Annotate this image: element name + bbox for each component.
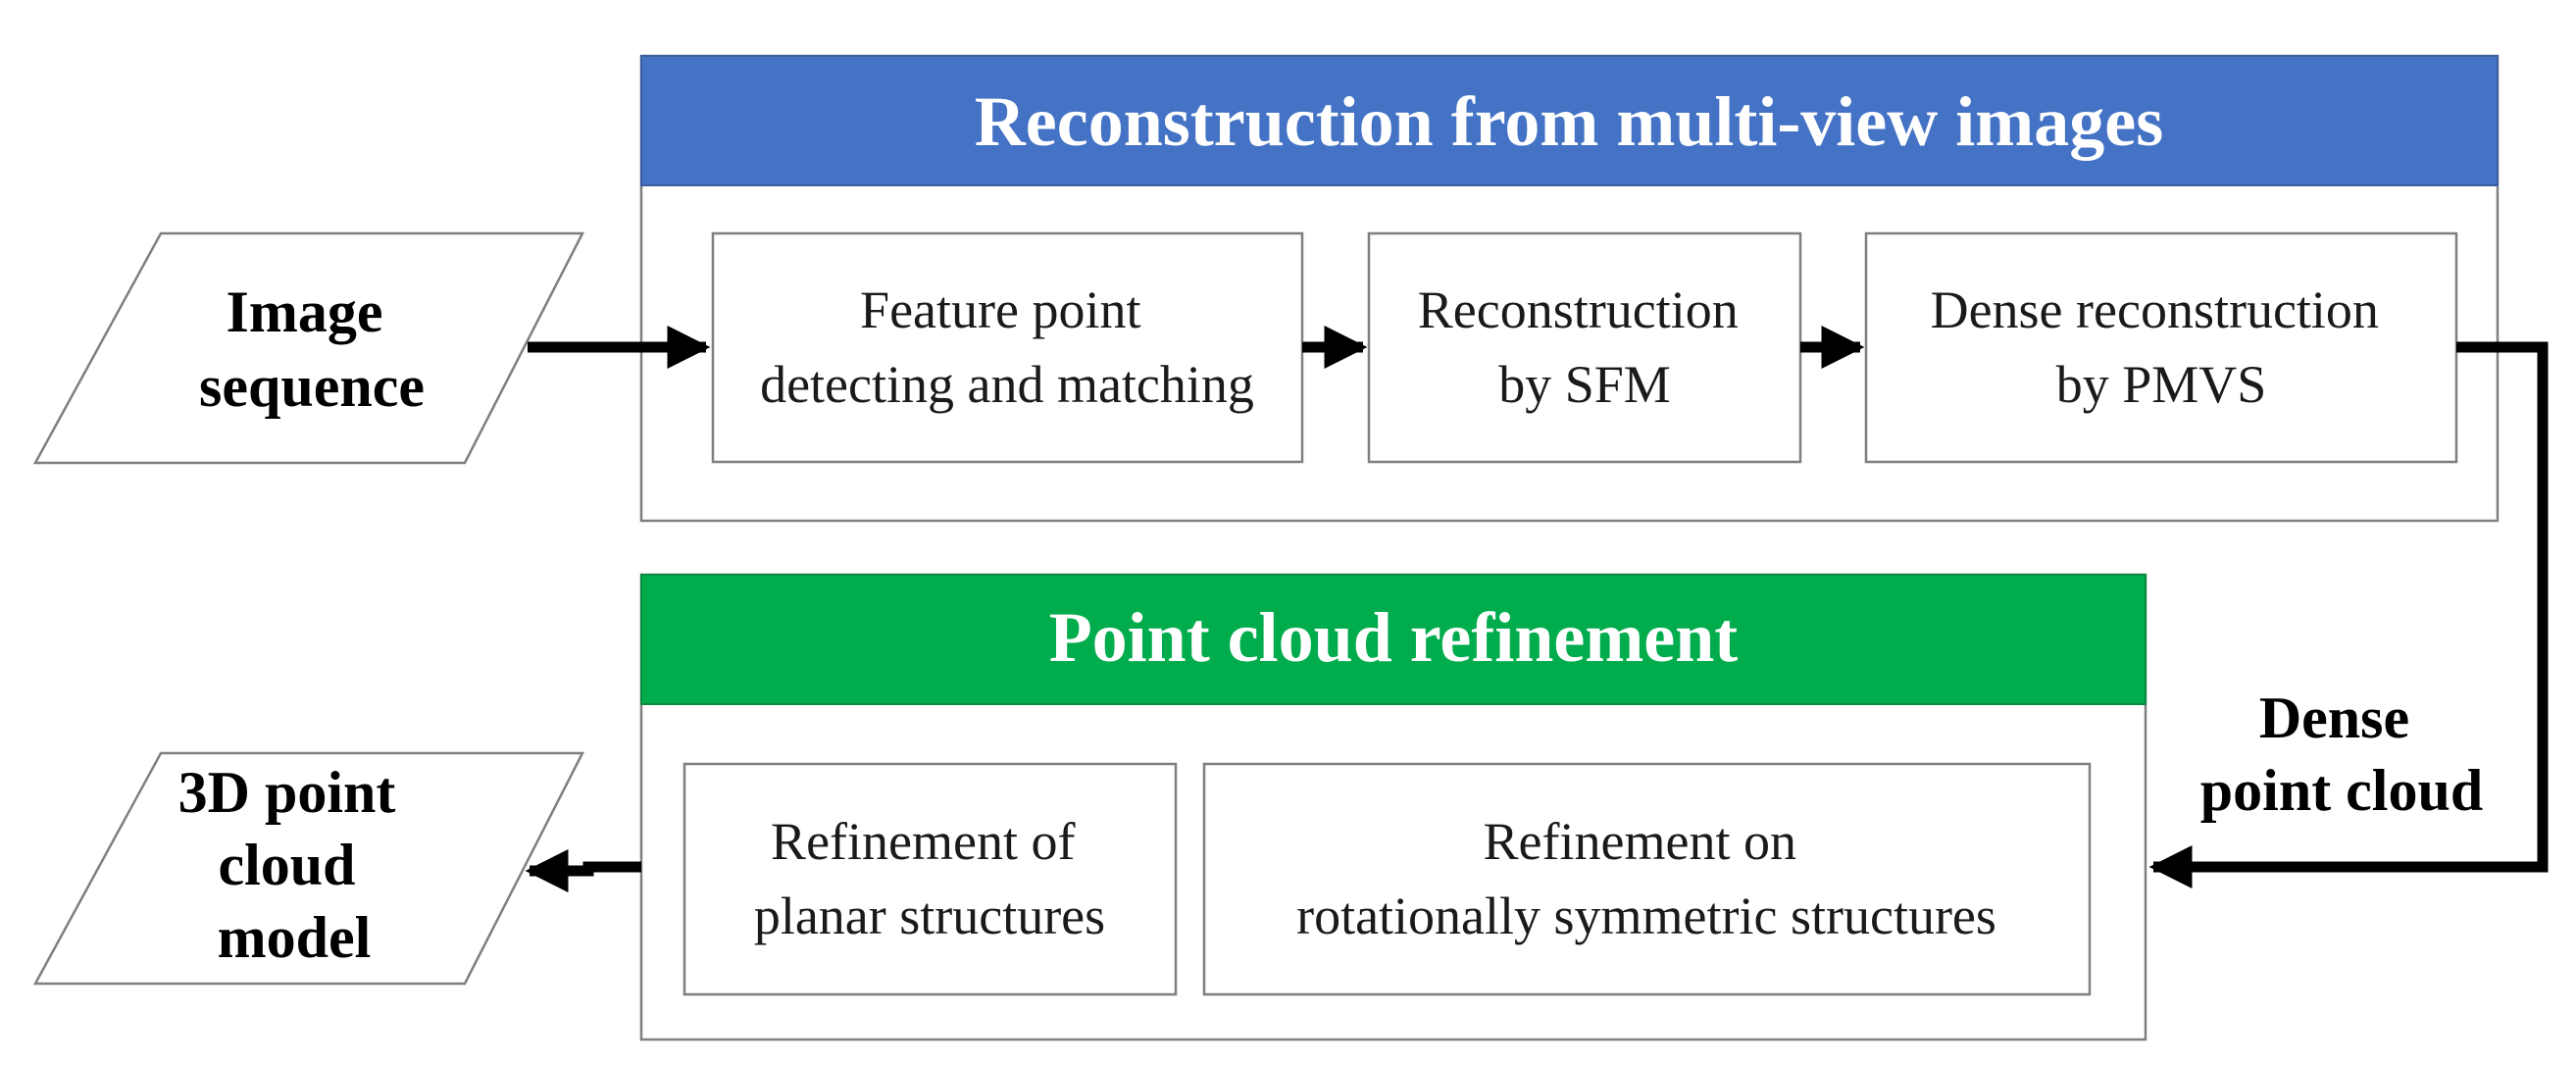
output-line-1: 3D point [178, 760, 396, 825]
stage-refinement: Point cloud refinement Refinement of pla… [639, 573, 2147, 1041]
step-sfm-line-1: Reconstruction [1418, 280, 1739, 339]
arrow-pmvs-to-refinement [2148, 341, 2549, 888]
dense-point-cloud-label: Dense point cloud [2200, 685, 2483, 823]
stage-reconstruction-title: Reconstruction from multi-view images [975, 82, 2163, 161]
step-pmvs-line-1: Dense reconstruction [1931, 280, 2379, 339]
step-feature-matching: Feature point detecting and matching [711, 231, 1304, 464]
connector-label-line-2: point cloud [2200, 758, 2483, 823]
input-image-sequence: Image sequence [32, 231, 585, 465]
stage-reconstruction-header [640, 55, 2499, 186]
input-line-1: Image [227, 279, 383, 344]
step-planar-refinement-box [682, 762, 1178, 996]
svg-text:Refinement of planar s: Refinement of planar structures [754, 812, 1105, 945]
svg-text:Reconstruction by SFM: Reconstruction by SFM [1418, 280, 1751, 414]
step-planar-refinement-line-2: planar structures [754, 887, 1105, 945]
output-line-2: cloud [218, 833, 355, 897]
step-feature-matching-line-1: Feature point [860, 280, 1140, 339]
svg-text:Feature point detectin: Feature point detecting and matching [760, 280, 1254, 414]
step-symmetric-refinement-line-1: Refinement on [1484, 812, 1796, 871]
step-feature-matching-box [711, 231, 1304, 464]
step-feature-matching-line-2: detecting and matching [760, 355, 1254, 414]
step-planar-refinement: Refinement of planar structures [682, 762, 1178, 996]
step-symmetric-refinement-line-2: rotationally symmetric structures [1296, 887, 1996, 945]
svg-text:Refinement on rotation: Refinement on rotationally symmetric str… [1296, 812, 1996, 945]
step-pmvs-box [1864, 231, 2458, 464]
arrows [525, 326, 2549, 892]
step-symmetric-refinement: Refinement on rotationally symmetric str… [1202, 762, 2092, 996]
svg-text:Image sequence: Image sequence [199, 279, 425, 419]
input-image-sequence-shape [32, 231, 585, 465]
step-pmvs: Dense reconstruction by PMVS [1864, 231, 2458, 464]
stage-refinement-header [640, 574, 2147, 705]
step-pmvs-line-2: by PMVS [2056, 355, 2267, 414]
step-sfm-line-2: by SFM [1498, 355, 1671, 414]
stage-refinement-title: Point cloud refinement [1049, 598, 1739, 677]
svg-text:3D point cloud mod: 3D point cloud model [178, 760, 411, 970]
step-sfm: Reconstruction by SFM [1367, 231, 1802, 464]
connector-label-line-1: Dense [2259, 685, 2409, 750]
output-line-3: model [218, 905, 372, 970]
stage-reconstruction: Reconstruction from multi-view images Fe… [639, 54, 2500, 523]
step-sfm-box [1367, 231, 1802, 464]
output-point-cloud-model: 3D point cloud model [32, 751, 585, 986]
output-point-cloud-model-shape [32, 751, 585, 986]
step-planar-refinement-line-1: Refinement of [771, 812, 1075, 871]
step-symmetric-refinement-box [1202, 762, 2092, 996]
input-line-2: sequence [199, 354, 425, 419]
arrow-refinement-to-output [525, 849, 641, 892]
svg-text:Dense reconstruction b: Dense reconstruction by PMVS [1931, 280, 2393, 414]
